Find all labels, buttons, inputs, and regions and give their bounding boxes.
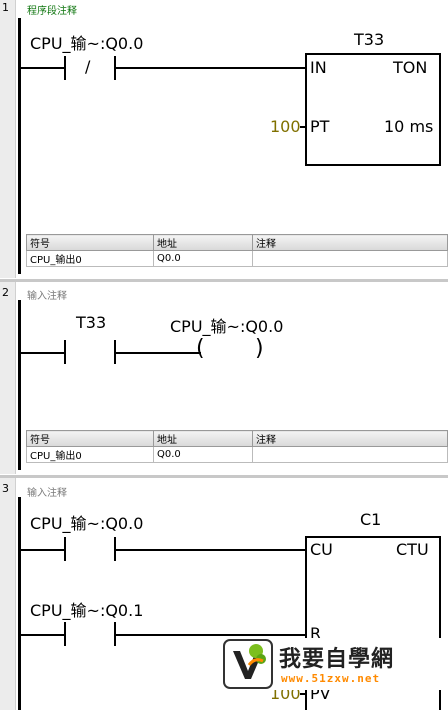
- timer-pt-value[interactable]: 100: [270, 117, 301, 136]
- network-3-number[interactable]: 3: [2, 482, 9, 495]
- network-3-power-rail: [18, 497, 21, 710]
- network-3-gutter: [0, 478, 16, 710]
- address-header: 地址: [153, 234, 253, 251]
- address-cell[interactable]: Q0.0: [153, 250, 253, 267]
- network-1-gutter: [0, 0, 16, 278]
- network-2-wire: [21, 352, 66, 354]
- network-1-wire: [21, 67, 66, 69]
- network-3-contact-2-label[interactable]: CPU_输~:Q0.1: [30, 601, 144, 620]
- network-3-wire: [116, 549, 306, 551]
- network-2-power-rail: [18, 300, 21, 470]
- counter-pv-wire: [300, 693, 306, 695]
- network-2-comment[interactable]: 输入注释: [27, 291, 67, 302]
- timer-type: TON: [393, 58, 428, 77]
- symbol-header: 符号: [26, 234, 154, 251]
- timer-pt-pin: PT: [310, 117, 330, 136]
- network-2-gutter: [0, 282, 16, 474]
- network-1-number[interactable]: 1: [2, 1, 9, 14]
- network-1-power-rail: [18, 18, 21, 274]
- logo-title: 我要自學網: [279, 647, 395, 672]
- network-3-contact-1-left[interactable]: [64, 537, 66, 561]
- network-3-wire: [116, 634, 306, 636]
- network-3-wire: [21, 549, 66, 551]
- timer-pt-wire: [300, 126, 306, 128]
- counter-name[interactable]: C1: [360, 510, 382, 529]
- network-1-contact-right[interactable]: [114, 56, 116, 80]
- coil-left-paren[interactable]: (: [196, 336, 205, 361]
- network-1-contact-symbol[interactable]: /: [85, 57, 91, 76]
- logo-url: www.51zxw.net: [281, 672, 381, 685]
- network-3-contact-2-right[interactable]: [114, 622, 116, 646]
- network-separator: [0, 279, 448, 282]
- counter-r-pin: R: [310, 624, 322, 643]
- logo-icon: [223, 639, 273, 689]
- network-2-contact-left[interactable]: [64, 340, 66, 364]
- comment-header: 注释: [252, 234, 448, 251]
- network-1-symbol-table: 符号 地址 注释 CPU_输出0 Q0.0: [26, 234, 448, 267]
- network-separator: [0, 475, 448, 478]
- network-1-wire: [116, 67, 306, 69]
- network-2-symbol-table: 符号 地址 注释 CPU_输出0 Q0.0: [26, 430, 448, 463]
- network-1-comment[interactable]: 程序段注释: [27, 6, 77, 17]
- network-3-contact-1-label[interactable]: CPU_输~:Q0.0: [30, 514, 144, 533]
- symbol-cell[interactable]: CPU_输出0: [26, 446, 154, 463]
- counter-type: CTU: [396, 540, 429, 559]
- counter-cu-pin: CU: [310, 540, 333, 559]
- comment-header: 注释: [252, 430, 448, 447]
- symbol-cell[interactable]: CPU_输出0: [26, 250, 154, 267]
- comment-cell[interactable]: [252, 446, 448, 463]
- network-3-comment[interactable]: 输入注释: [27, 488, 67, 499]
- timer-name[interactable]: T33: [354, 30, 385, 49]
- network-2-number[interactable]: 2: [2, 286, 9, 299]
- timer-resolution: 10 ms: [384, 117, 434, 136]
- network-2-wire: [116, 352, 201, 354]
- watermark-logo: 我要自學網 www.51zxw.net: [221, 638, 448, 690]
- network-3-contact-2-left[interactable]: [64, 622, 66, 646]
- table-row: CPU_输出0 Q0.0: [26, 250, 448, 267]
- timer-box[interactable]: [305, 53, 441, 166]
- comment-cell[interactable]: [252, 250, 448, 267]
- network-2-contact-label[interactable]: T33: [76, 313, 107, 332]
- symbol-header: 符号: [26, 430, 154, 447]
- coil-right-paren[interactable]: ): [255, 336, 264, 361]
- network-3-contact-1-right[interactable]: [114, 537, 116, 561]
- network-1-contact-label[interactable]: CPU_输~:Q0.0: [30, 34, 144, 53]
- network-1-contact-left[interactable]: [64, 56, 66, 80]
- network-3-wire: [21, 634, 66, 636]
- table-row: CPU_输出0 Q0.0: [26, 446, 448, 463]
- timer-in-pin: IN: [310, 58, 327, 77]
- network-2-contact-right[interactable]: [114, 340, 116, 364]
- address-cell[interactable]: Q0.0: [153, 446, 253, 463]
- address-header: 地址: [153, 430, 253, 447]
- network-2-coil-label[interactable]: CPU_输~:Q0.0: [170, 317, 284, 336]
